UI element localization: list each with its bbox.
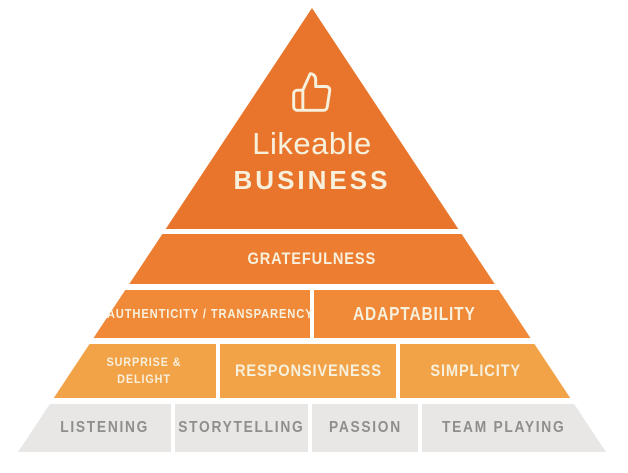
- tier3-divider: [310, 290, 314, 338]
- pyramid: Likeable BUSINESS GRATEFULNESS AUTHENTIC…: [18, 8, 606, 452]
- pyramid-title-line1: Likeable: [252, 126, 372, 161]
- foundation-band: [18, 404, 606, 452]
- tier-cell-label: SURPRISE & DELIGHT: [106, 354, 182, 386]
- tier-cell-storytelling: STORYTELLING: [175, 404, 308, 452]
- tier-cell-listening: LISTENING: [39, 404, 171, 452]
- tier-cell-responsiveness: RESPONSIVENESS: [220, 344, 396, 398]
- tier-cell-label: RESPONSIVENESS: [234, 360, 382, 380]
- tier-cell-label: TEAM PLAYING: [441, 419, 566, 437]
- tier4-divider-1: [216, 344, 220, 398]
- tier4-divider-2: [396, 344, 400, 398]
- tier-cell-surprise-delight: SURPRISE & DELIGHT: [72, 344, 216, 398]
- tier-cell-label: SIMPLICITY: [430, 360, 522, 380]
- tier-cell-simplicity: SIMPLICITY: [400, 344, 552, 398]
- surprise-responsiveness-simplicity-band: [18, 344, 606, 398]
- tier-cell-authenticity-transparency: AUTHENTICITY / TRANSPARENCY: [107, 290, 313, 338]
- tier-cell-label: PASSION: [328, 419, 402, 437]
- tier-cell-adaptability: ADAPTABILITY: [314, 290, 514, 338]
- tier-cell-passion: PASSION: [312, 404, 418, 452]
- tier5-divider-3: [418, 404, 422, 452]
- apex-content: Likeable BUSINESS: [18, 70, 606, 196]
- tier-cell-label: GRATEFULNESS: [247, 248, 377, 268]
- tier-cell-gratefulness: GRATEFULNESS: [18, 234, 606, 284]
- pyramid-title-line2: BUSINESS: [233, 165, 391, 195]
- tier5-divider-2: [308, 404, 312, 452]
- thumbs-up-icon: [289, 70, 335, 114]
- tier5-divider-1: [171, 404, 175, 452]
- tier-cell-label: AUTHENTICITY / TRANSPARENCY: [106, 305, 314, 321]
- tier-cell-label: STORYTELLING: [178, 419, 305, 437]
- tier-cell-team-playing: TEAM PLAYING: [422, 404, 585, 452]
- tier-cell-label: LISTENING: [60, 419, 150, 437]
- tier-cell-label: ADAPTABILITY: [352, 303, 476, 324]
